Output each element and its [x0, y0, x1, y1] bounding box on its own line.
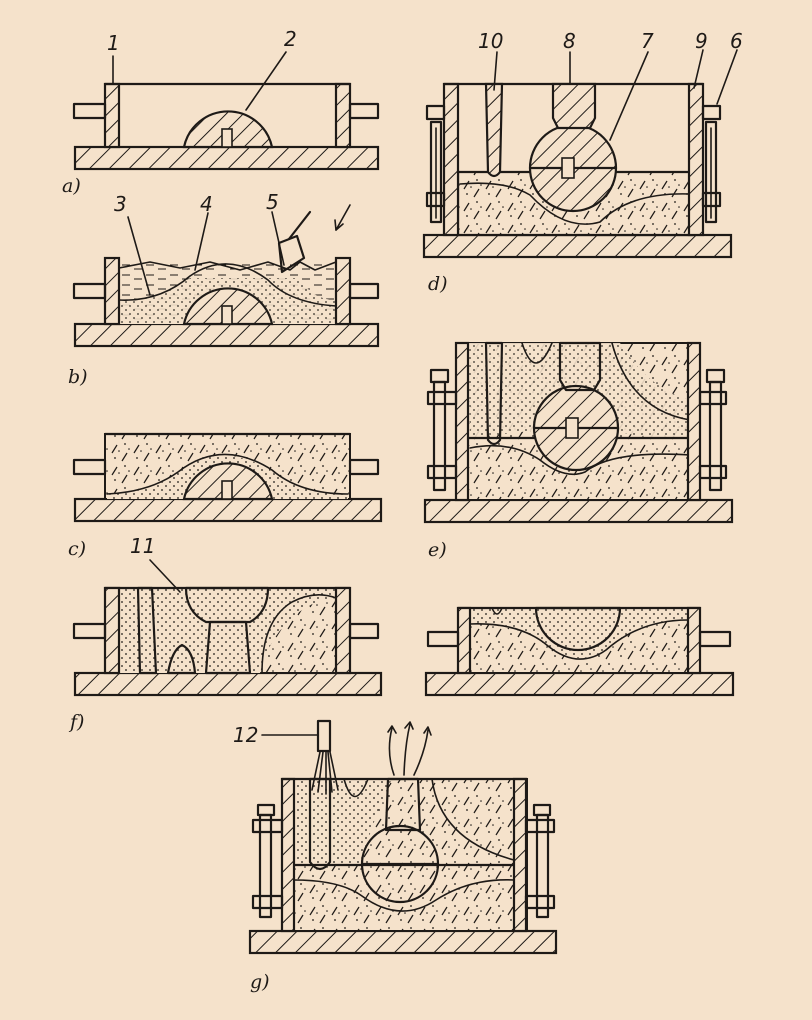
- base-plate: [422, 233, 733, 259]
- flask-lug-right: [348, 458, 380, 476]
- flask-lug-left: [72, 458, 107, 476]
- flask-lug-left: [72, 102, 107, 120]
- callout-3: 3: [114, 192, 127, 216]
- callout-1: 1: [107, 31, 120, 55]
- clamp-bolt-right: [708, 380, 723, 492]
- panel-label-b: b): [68, 366, 88, 388]
- callout-11: 11: [130, 534, 155, 558]
- flask-lug-right: [348, 102, 380, 120]
- sprue-pin: [484, 341, 504, 446]
- flask-lug-left: [72, 282, 107, 300]
- panel-label-a: a): [62, 175, 81, 197]
- base-plate: [73, 497, 383, 523]
- callout-9: 9: [695, 29, 708, 53]
- flask-wall-left: [454, 341, 470, 502]
- flask-wall-left: [442, 82, 460, 237]
- sprue-channel: [308, 777, 332, 871]
- callout-2: 2: [284, 27, 297, 51]
- panel-label-e: e): [428, 539, 447, 561]
- clamp-bolt-left: [429, 120, 443, 224]
- flask-wall-left: [103, 586, 121, 675]
- pouring-ladle-nozzle: [316, 719, 332, 753]
- clamp-bolt-left: [258, 813, 273, 919]
- panel-f-drag: [424, 606, 735, 697]
- base-plate: [73, 322, 380, 348]
- riser-pattern: [558, 341, 602, 392]
- flask-wall-right: [334, 256, 352, 326]
- flask-wall-left: [103, 256, 121, 326]
- flask-wall-left: [456, 606, 472, 675]
- flask-wall-left: [280, 777, 296, 933]
- panel-label-f: f): [68, 711, 84, 733]
- mold-cavity: [534, 606, 622, 652]
- callout-4: 4: [200, 192, 213, 216]
- flask-wall-right: [686, 341, 702, 502]
- panel-e: [423, 341, 734, 524]
- clamp-bolt-left: [432, 380, 447, 492]
- panel-c: [72, 432, 383, 523]
- callout-10: 10: [478, 29, 503, 53]
- base-plate: [73, 145, 380, 171]
- flask-wall-right: [334, 586, 352, 675]
- panel-label-g: g): [250, 971, 270, 993]
- panel-label-c: c): [68, 538, 86, 560]
- base-plate: [424, 671, 735, 697]
- panel-label-d: d): [428, 273, 448, 295]
- flask-lug-right: [348, 282, 380, 300]
- callout-12: 12: [233, 723, 258, 747]
- riser-cavity: [184, 586, 270, 624]
- sprue-pin: [484, 82, 504, 178]
- flask-wall-right: [686, 606, 702, 675]
- base-plate: [423, 498, 734, 524]
- base-plate: [248, 929, 558, 955]
- flask-wall-right: [334, 82, 352, 149]
- flask-wall-right: [512, 777, 528, 933]
- clamp-bolt-right: [535, 813, 550, 919]
- callout-8: 8: [563, 29, 576, 53]
- flask-wall-left: [103, 82, 121, 149]
- rammer-tool: [277, 234, 306, 274]
- panel-b: [72, 204, 380, 348]
- panel-d: [422, 49, 738, 259]
- callout-7: 7: [641, 29, 654, 53]
- riser-pattern: [551, 82, 597, 130]
- flask-wall-right: [687, 82, 705, 237]
- callout-6: 6: [730, 29, 743, 53]
- clamp-bolt-right: [704, 120, 718, 224]
- panel-g: [248, 719, 558, 955]
- callout-5: 5: [266, 190, 279, 214]
- panel-f-cope: [72, 559, 383, 697]
- panel-a: [72, 51, 380, 171]
- base-plate: [73, 671, 383, 697]
